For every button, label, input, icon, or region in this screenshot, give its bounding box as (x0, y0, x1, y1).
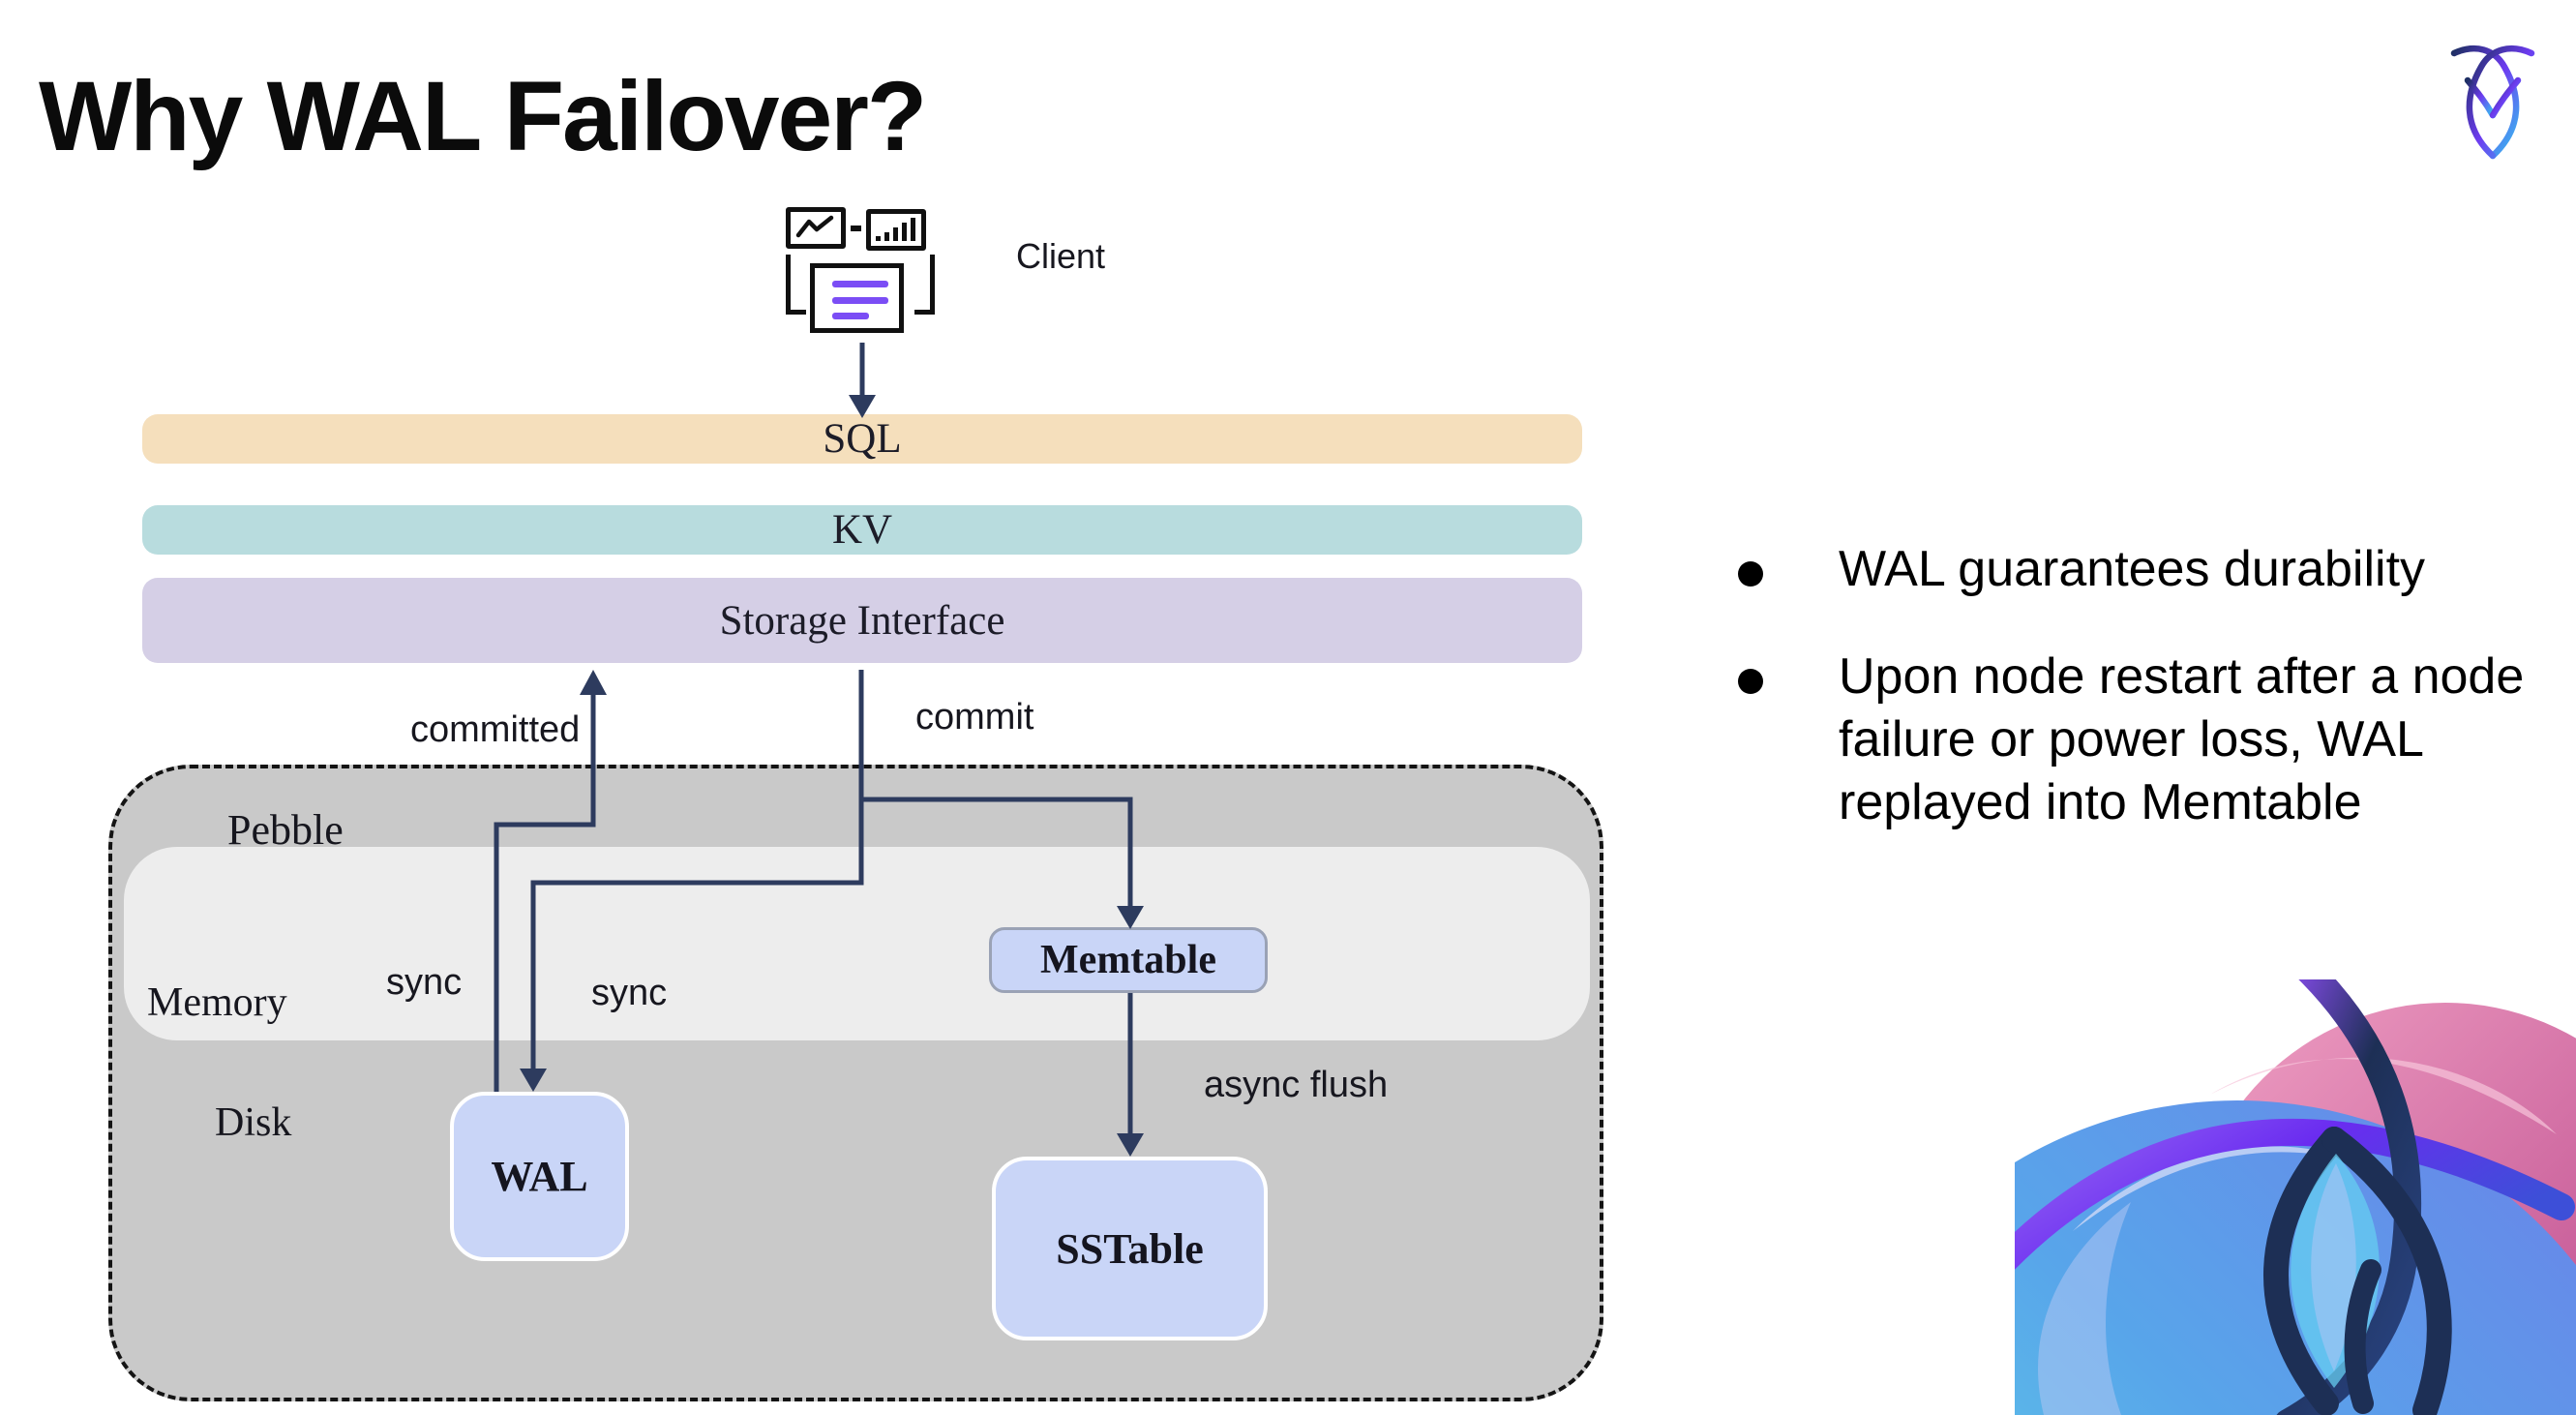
brand-decoration-image (2015, 979, 2576, 1415)
page-title: Why WAL Failover? (39, 61, 927, 171)
bullet-item: WAL guarantees durability (1734, 538, 2566, 601)
commit-edge-label: commit (915, 697, 1034, 738)
memtable-node-label: Memtable (1040, 938, 1216, 982)
sstable-node: SSTable (992, 1157, 1268, 1340)
decor-purple-arc (2015, 1118, 2575, 1270)
decor-leaf-outline (2262, 1127, 2452, 1415)
client-label: Client (1016, 236, 1106, 276)
kv-layer-bar: KV (142, 505, 1582, 555)
arrowhead (580, 670, 607, 695)
right-bracket-icon (914, 255, 935, 315)
bar-chart-icon (866, 209, 926, 251)
dash-connector (851, 226, 861, 231)
sync-right-edge-label: sync (591, 973, 668, 1013)
client-icon (784, 207, 939, 345)
left-bracket-icon (786, 255, 806, 315)
pebble-label: Pebble (227, 806, 344, 854)
sql-layer-label: SQL (823, 416, 902, 462)
memory-region (124, 847, 1590, 1040)
line-chart-icon (786, 207, 846, 249)
storage-interface-layer-label: Storage Interface (719, 597, 1005, 644)
sql-layer-bar: SQL (142, 414, 1582, 464)
sql-statement-icon (810, 263, 904, 333)
disk-label: Disk (215, 1100, 292, 1145)
sstable-node-label: SSTable (1056, 1224, 1204, 1273)
bullet-list: WAL guarantees durability Upon node rest… (1734, 538, 2566, 879)
async-flush-edge-label: async flush (1204, 1065, 1389, 1105)
bullet-item: Upon node restart after a node failure o… (1734, 646, 2566, 834)
cockroachdb-logo-icon (2450, 45, 2535, 160)
memtable-node: Memtable (989, 927, 1268, 993)
wal-node-label: WAL (491, 1153, 588, 1200)
memory-label: Memory (147, 980, 287, 1025)
kv-layer-label: KV (831, 507, 893, 553)
wal-node: WAL (450, 1092, 629, 1261)
sync-left-edge-label: sync (386, 962, 463, 1003)
storage-interface-layer-bar: Storage Interface (142, 578, 1582, 663)
committed-edge-label: committed (410, 709, 581, 750)
